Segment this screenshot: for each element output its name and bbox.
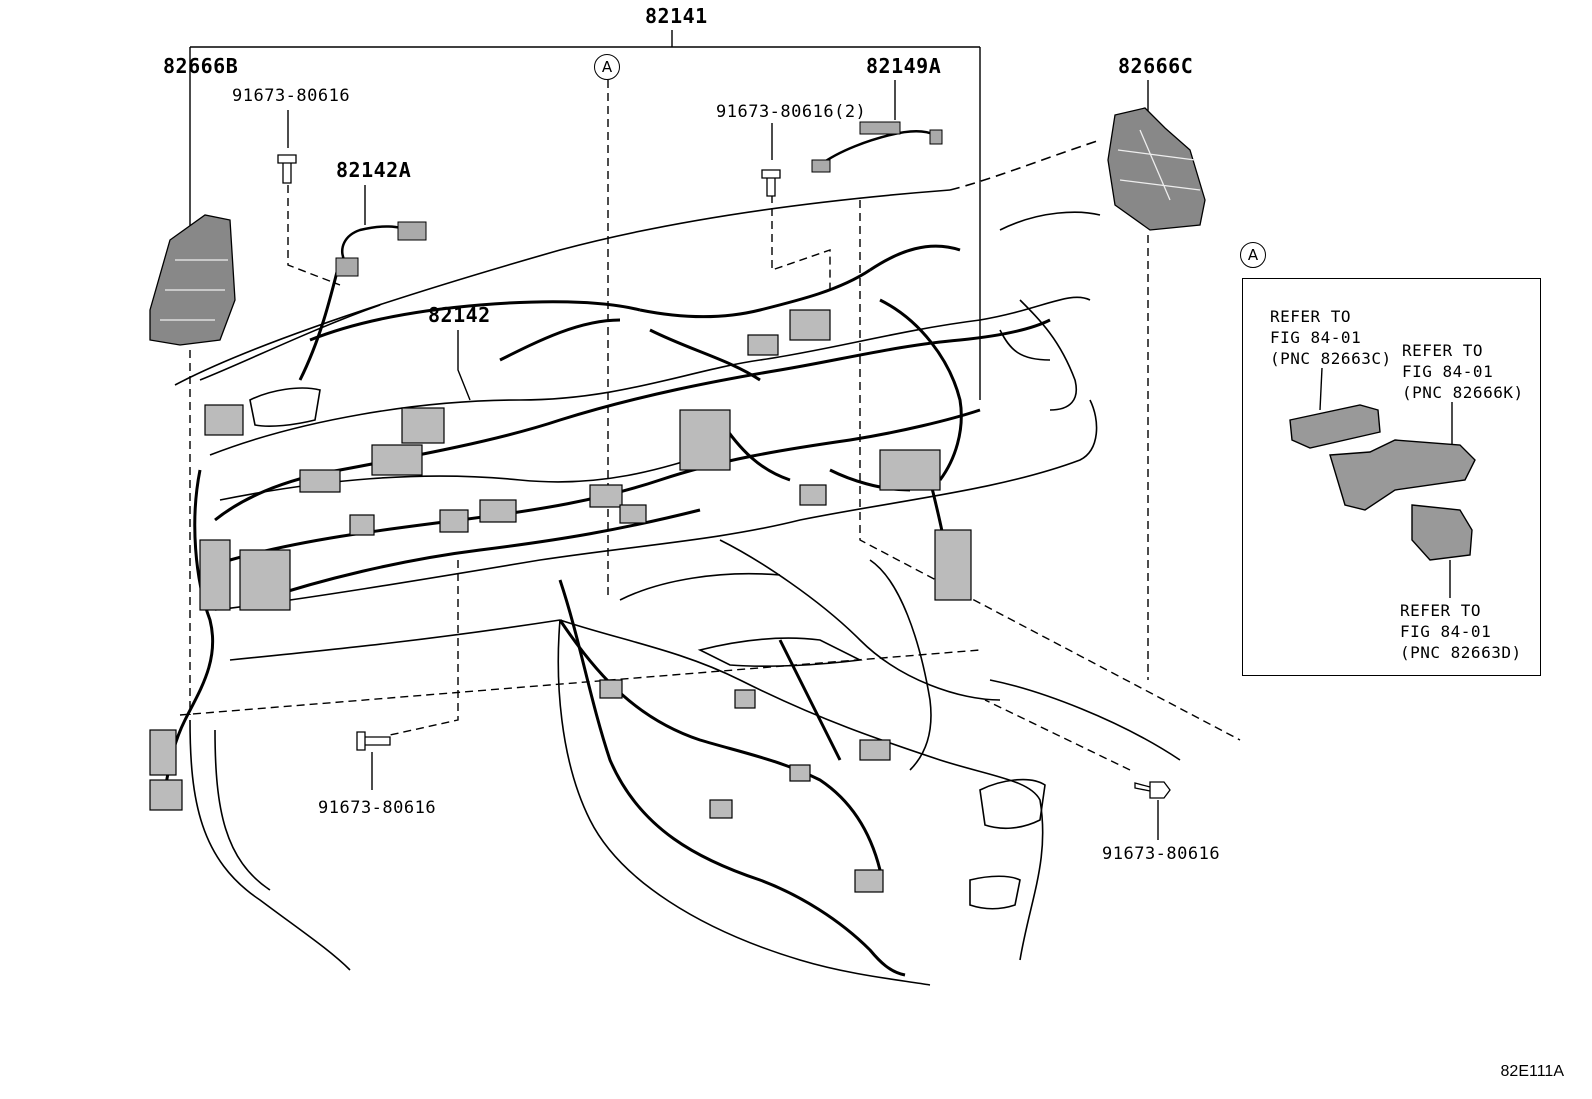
relay-block-left — [149, 214, 236, 346]
label-82666c: 82666C — [1118, 54, 1194, 78]
label-bolt-top-center: 91673-80616(2) — [716, 102, 867, 122]
connector-blocks — [149, 309, 972, 893]
refer-82666k-line1: REFER TO — [1402, 341, 1484, 360]
refer-82666k-line3: (PNC 82666K) — [1402, 383, 1524, 402]
refer-82666k: REFER TO FIG 84-01 (PNC 82666K) — [1402, 340, 1524, 403]
detail-a-parts — [1289, 367, 1476, 598]
relay-block-right — [1107, 107, 1206, 231]
assembly-bracket — [189, 30, 981, 400]
refer-82663d-line3: (PNC 82663D) — [1400, 643, 1522, 662]
label-82142: 82142 — [428, 303, 491, 327]
refer-82663c-line2: FIG 84-01 — [1270, 328, 1362, 347]
label-bolt-bottom-right: 91673-80616 — [1102, 844, 1221, 864]
refer-82666k-line2: FIG 84-01 — [1402, 362, 1494, 381]
detail-a-panel — [1242, 278, 1541, 676]
leader-82142 — [457, 330, 471, 401]
label-82149a: 82149A — [866, 54, 942, 78]
harness-82149a — [811, 121, 943, 173]
refer-82663d-line2: FIG 84-01 — [1400, 622, 1492, 641]
label-82142a: 82142A — [336, 158, 412, 182]
detail-a-marker: A — [1240, 242, 1266, 268]
label-bolt-top-left: 91673-80616 — [232, 86, 351, 106]
label-82141: 82141 — [645, 4, 708, 28]
view-a-marker: A — [594, 54, 620, 80]
refer-82663c: REFER TO FIG 84-01 (PNC 82663C) — [1270, 306, 1392, 369]
bolt-shapes — [277, 154, 1171, 799]
label-bolt-bottom-left: 91673-80616 — [318, 798, 437, 818]
label-82666b: 82666B — [163, 54, 239, 78]
refer-82663c-line1: REFER TO — [1270, 307, 1352, 326]
dashboard-outline — [174, 139, 1181, 986]
refer-82663d-line1: REFER TO — [1400, 601, 1482, 620]
refer-82663d: REFER TO FIG 84-01 (PNC 82663D) — [1400, 600, 1522, 663]
drawing-code: 82E111A — [1500, 1063, 1564, 1080]
harness-82142a — [335, 221, 427, 277]
refer-82663c-line3: (PNC 82663C) — [1270, 349, 1392, 368]
